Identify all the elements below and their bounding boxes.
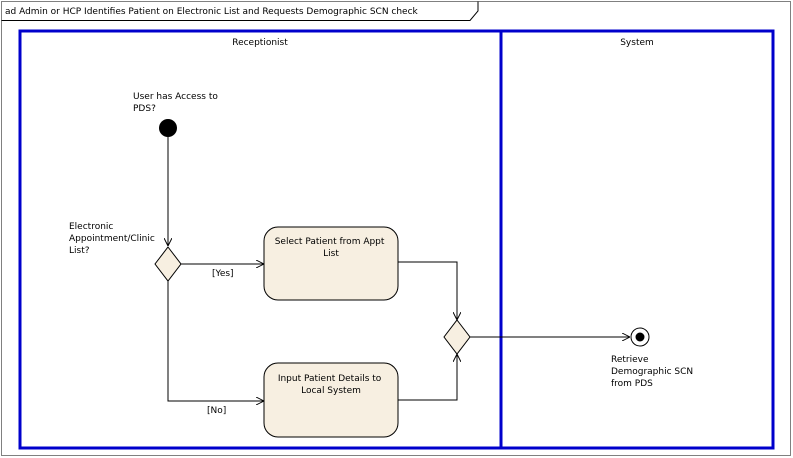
action-select-patient-label: Select Patient from Appt List: [275, 237, 388, 259]
lane-title-receptionist: Receptionist: [232, 38, 288, 48]
lane-system: [499, 29, 775, 450]
flow-select-to-merge: [398, 261, 457, 320]
lane-title-system: System: [620, 38, 654, 48]
flow-no: [167, 281, 264, 401]
frame-title-tab: [1, 1, 479, 21]
final-node-core: [635, 332, 645, 342]
merge-node[interactable]: [443, 319, 471, 355]
guard-no: [No]: [207, 406, 226, 416]
frame-title: ad Admin or HCP Identifies Patient on El…: [5, 7, 419, 17]
final-node-label: Retrieve Demographic SCN from PDS: [611, 355, 696, 389]
decision-label: Electronic Appointment/Clinic List?: [69, 222, 158, 256]
initial-node-label: User has Access to PDS?: [133, 92, 221, 114]
action-select-patient[interactable]: [263, 226, 399, 301]
initial-node[interactable]: [159, 119, 177, 137]
flow-input-to-merge: [398, 354, 457, 401]
action-input-patient-details-label: Input Patient Details to Local System: [278, 374, 384, 396]
guard-yes: [Yes]: [212, 269, 234, 279]
